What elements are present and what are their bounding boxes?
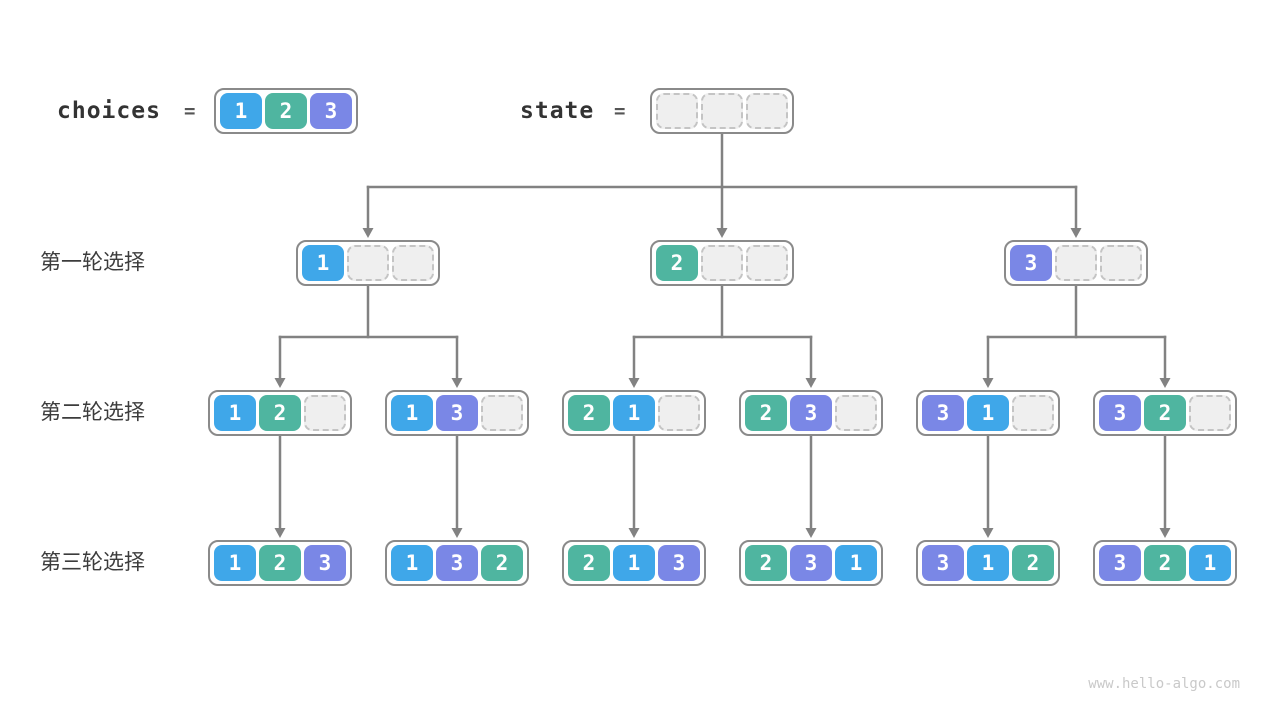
round-1-node-2: 2 bbox=[650, 240, 794, 286]
arrowhead-down-icon bbox=[628, 528, 640, 538]
choice-cell-3: 3 bbox=[790, 395, 832, 431]
choice-cell-2: 2 bbox=[259, 545, 301, 581]
empty-slot bbox=[1055, 245, 1097, 281]
choice-cell-3: 3 bbox=[1099, 545, 1141, 581]
choice-cell-1: 1 bbox=[967, 545, 1009, 581]
choice-cell-1: 1 bbox=[302, 245, 344, 281]
empty-slot bbox=[835, 395, 877, 431]
choice-cell-3: 3 bbox=[922, 395, 964, 431]
empty-slot bbox=[1100, 245, 1142, 281]
arrowhead-down-icon bbox=[805, 378, 817, 388]
choice-cell-1: 1 bbox=[214, 395, 256, 431]
choice-cell-1: 1 bbox=[613, 545, 655, 581]
arrowhead-down-icon bbox=[716, 228, 728, 238]
choices-equals-sign: = bbox=[184, 100, 196, 122]
choice-cell-1: 1 bbox=[967, 395, 1009, 431]
choice-cell-2: 2 bbox=[568, 545, 610, 581]
choice-cell-2: 2 bbox=[745, 395, 787, 431]
arrowhead-down-icon bbox=[1159, 378, 1171, 388]
choice-cell-3: 3 bbox=[1010, 245, 1052, 281]
empty-slot bbox=[656, 93, 698, 129]
empty-slot bbox=[701, 245, 743, 281]
choice-cell-3: 3 bbox=[304, 545, 346, 581]
choice-cell-3: 3 bbox=[658, 545, 700, 581]
arrowhead-down-icon bbox=[805, 528, 817, 538]
empty-slot bbox=[1189, 395, 1231, 431]
choice-cell-2: 2 bbox=[656, 245, 698, 281]
empty-slot bbox=[304, 395, 346, 431]
state-label: state bbox=[520, 98, 595, 124]
arrowhead-down-icon bbox=[274, 528, 286, 538]
choice-cell-2: 2 bbox=[265, 93, 307, 129]
choice-cell-2: 2 bbox=[745, 545, 787, 581]
choice-cell-1: 1 bbox=[835, 545, 877, 581]
choice-cell-3: 3 bbox=[310, 93, 352, 129]
choice-cell-1: 1 bbox=[220, 93, 262, 129]
empty-slot bbox=[701, 93, 743, 129]
round-3-label: 第三轮选择 bbox=[40, 551, 145, 574]
round-2-label: 第二轮选择 bbox=[40, 401, 145, 424]
empty-slot bbox=[392, 245, 434, 281]
arrowhead-down-icon bbox=[274, 378, 286, 388]
state-equals-sign: = bbox=[614, 100, 626, 122]
arrowhead-down-icon bbox=[982, 528, 994, 538]
choice-cell-3: 3 bbox=[922, 545, 964, 581]
choice-cell-3: 3 bbox=[1099, 395, 1141, 431]
empty-slot bbox=[347, 245, 389, 281]
header-node-2 bbox=[650, 88, 794, 134]
choice-cell-2: 2 bbox=[259, 395, 301, 431]
arrowhead-down-icon bbox=[1159, 528, 1171, 538]
empty-slot bbox=[746, 245, 788, 281]
arrowhead-down-icon bbox=[628, 378, 640, 388]
round-1-node-3: 3 bbox=[1004, 240, 1148, 286]
choices-label: choices bbox=[57, 98, 161, 124]
choice-cell-2: 2 bbox=[1144, 395, 1186, 431]
round-1-node-1: 1 bbox=[296, 240, 440, 286]
choice-cell-2: 2 bbox=[1144, 545, 1186, 581]
arrowhead-down-icon bbox=[362, 228, 374, 238]
choice-cell-1: 1 bbox=[391, 395, 433, 431]
arrowhead-down-icon bbox=[451, 378, 463, 388]
empty-slot bbox=[746, 93, 788, 129]
arrowhead-down-icon bbox=[1070, 228, 1082, 238]
empty-slot bbox=[658, 395, 700, 431]
choice-cell-2: 2 bbox=[481, 545, 523, 581]
choice-cell-3: 3 bbox=[436, 395, 478, 431]
empty-slot bbox=[1012, 395, 1054, 431]
choice-cell-1: 1 bbox=[214, 545, 256, 581]
choice-cell-2: 2 bbox=[568, 395, 610, 431]
empty-slot bbox=[481, 395, 523, 431]
choice-cell-1: 1 bbox=[613, 395, 655, 431]
choice-cell-2: 2 bbox=[1012, 545, 1054, 581]
choice-cell-3: 3 bbox=[436, 545, 478, 581]
choice-cell-1: 1 bbox=[1189, 545, 1231, 581]
arrowhead-down-icon bbox=[982, 378, 994, 388]
arrowhead-down-icon bbox=[451, 528, 463, 538]
choice-cell-3: 3 bbox=[790, 545, 832, 581]
watermark: www.hello-algo.com bbox=[1088, 676, 1240, 692]
round-1-label: 第一轮选择 bbox=[40, 251, 145, 274]
choice-cell-1: 1 bbox=[391, 545, 433, 581]
